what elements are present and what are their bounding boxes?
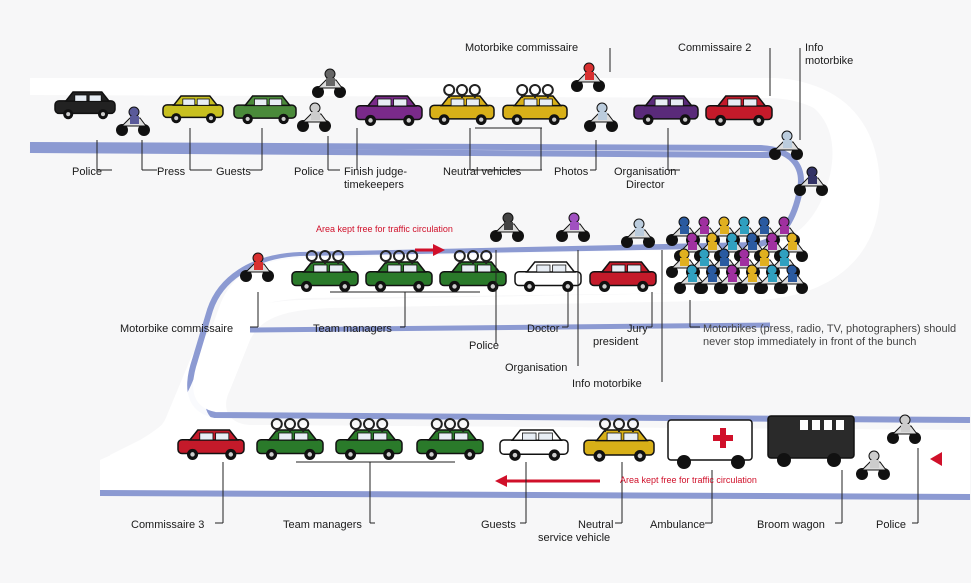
police-motorbike — [116, 106, 150, 136]
info-motorbike — [621, 218, 655, 248]
label-traffic-area: Area kept free for traffic circulation — [316, 224, 453, 234]
team-manager-car — [335, 418, 403, 460]
label-ambulance: Ambulance — [650, 519, 706, 531]
label-doctor: Doctor — [527, 323, 560, 335]
label-guests: Guests — [216, 166, 251, 178]
neutral-vehicle — [502, 84, 568, 126]
traffic-arrow-left — [495, 475, 507, 487]
team-manager-car — [439, 250, 507, 292]
traffic-arrow-right — [433, 244, 445, 256]
commissaire-2-car — [705, 95, 773, 126]
label-motorbike: motorbike — [805, 55, 854, 67]
finish-judge-car — [355, 95, 423, 126]
photo-motorbike — [584, 102, 618, 132]
team-manager-car — [365, 250, 433, 292]
road-edge-lower — [99, 490, 971, 500]
road-edge-upper — [29, 142, 971, 423]
label-press: Press — [157, 166, 186, 178]
neutral-vehicle — [429, 84, 495, 126]
police-motorbike — [490, 212, 524, 242]
label-organisation: Organisation — [614, 166, 677, 178]
police-motorbike — [297, 102, 331, 132]
label-police: Police — [876, 519, 906, 531]
label-police: Police — [469, 340, 499, 352]
label-service-vehicle: service vehicle — [538, 532, 611, 544]
jury-president-car — [589, 261, 657, 292]
guests-car — [233, 95, 297, 125]
label-traffic-area: Area kept free for traffic circulation — [620, 475, 757, 485]
direction-marker — [930, 452, 942, 466]
label-broom-wagon: Broom wagon — [757, 519, 825, 531]
label-team-managers: Team managers — [283, 519, 362, 531]
label-info: Info — [805, 42, 824, 54]
label-organisation: Organisation — [505, 362, 568, 374]
label-photos: Photos — [554, 166, 589, 178]
organisation-motorbike — [556, 212, 590, 242]
label-president: president — [593, 336, 639, 348]
motorbike-commissaire — [240, 252, 274, 282]
peloton-rider — [774, 264, 808, 294]
note-motorbikes: Motorbikes (press, radio, TV, photograph… — [703, 323, 957, 348]
commissaire-3-car — [177, 429, 245, 460]
info-motorbike — [794, 166, 828, 196]
info-motorbike — [769, 130, 803, 160]
team-manager-car — [416, 418, 484, 460]
label-timekeepers: timekeepers — [344, 179, 404, 191]
police-motorbike — [887, 414, 921, 444]
police-car — [54, 91, 116, 120]
organisation-car — [633, 95, 699, 126]
ambulance — [667, 419, 753, 469]
doctor-car — [514, 261, 582, 292]
label-police: Police — [72, 166, 102, 178]
police-motorbike — [312, 68, 346, 98]
label-director: Director — [626, 179, 665, 191]
label-guests: Guests — [481, 519, 516, 531]
label-commissaire-3: Commissaire 3 — [131, 519, 205, 531]
label-team-managers: Team managers — [313, 323, 392, 335]
press-car — [162, 95, 224, 124]
neutral-service-vehicle — [583, 418, 655, 462]
label-jury: Jury — [627, 323, 648, 335]
guests-car — [499, 429, 569, 461]
label-police: Police — [294, 166, 324, 178]
broom-wagon — [767, 415, 855, 467]
label-neutral: Neutral — [578, 519, 614, 531]
label-neutral-vehicles: Neutral vehicles — [443, 166, 522, 178]
label-finish-judge: Finish judge- — [344, 166, 407, 178]
label-commissaire-2: Commissaire 2 — [678, 42, 752, 54]
label-motorbike-commissaire: Motorbike commissaire — [120, 323, 234, 335]
label-motorbike-commissaire: Motorbike commissaire — [465, 42, 579, 54]
police-motorbike — [856, 450, 890, 480]
label-info-motorbike: Info motorbike — [572, 378, 642, 390]
team-manager-car — [256, 418, 324, 460]
team-manager-car — [291, 250, 359, 292]
motorbike-commissaire — [571, 62, 605, 92]
